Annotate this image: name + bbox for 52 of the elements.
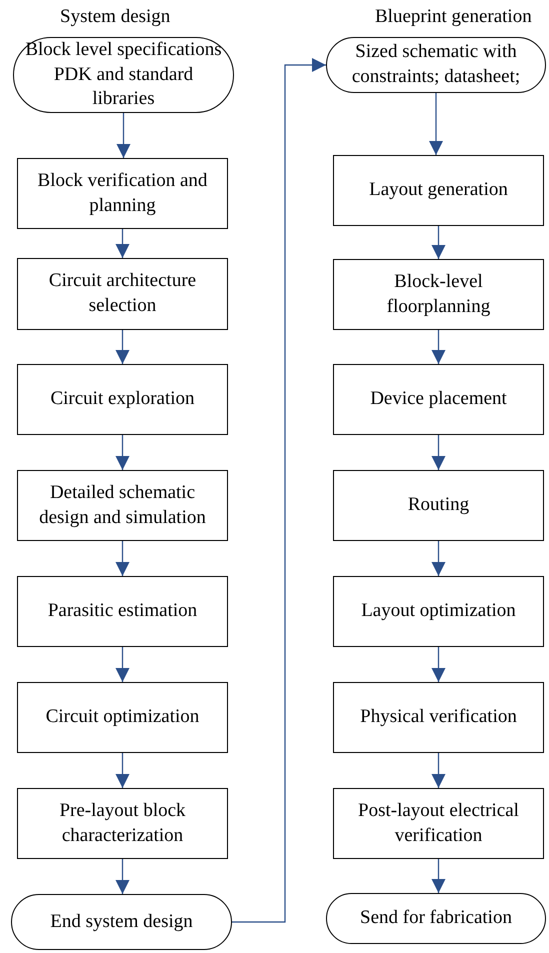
node-text: Sized schematic with constraints; datasheet;: [350, 40, 522, 89]
node-text: Block level specifications PDK and standard libraries: [24, 38, 223, 112]
arrow: [432, 330, 446, 364]
node-text: Block verification and planning: [36, 168, 208, 218]
node-text: End system design: [50, 910, 193, 934]
node-text: Parasitic estimation: [48, 599, 198, 624]
arrow: [432, 435, 446, 470]
process-box: [333, 259, 544, 330]
process-box: [17, 364, 228, 435]
column-heading: System design: [60, 6, 170, 28]
process-box: [17, 576, 228, 647]
arrow: [232, 58, 326, 923]
process-box: [17, 788, 228, 859]
process-box: [333, 470, 544, 541]
node-text: Layout optimization: [361, 599, 516, 624]
node-text: Pre-layout block characterization: [58, 798, 187, 848]
process-box: [17, 470, 228, 541]
process-box: [17, 258, 228, 330]
node-text: Block-level floorplanning: [386, 270, 492, 318]
process-box: [333, 364, 544, 435]
arrow: [116, 541, 130, 576]
arrow: [116, 330, 130, 364]
arrow: [432, 753, 446, 788]
process-box: [333, 155, 544, 226]
terminal-box: [326, 893, 546, 944]
node-text: Send for fabrication: [360, 906, 512, 930]
process-box: [333, 788, 544, 859]
arrow: [429, 93, 443, 155]
node-text: Circuit optimization: [46, 705, 200, 730]
process-box: [333, 576, 544, 647]
node-text: Post-layout electrical verification: [357, 798, 520, 848]
arrow: [116, 753, 130, 788]
node-text: Device placement: [370, 387, 507, 412]
arrow: [432, 541, 446, 576]
arrow: [116, 435, 130, 470]
node-text: Circuit exploration: [50, 387, 195, 412]
arrow: [432, 226, 446, 259]
arrow: [432, 647, 446, 682]
process-box: [17, 682, 228, 753]
arrow: [432, 859, 446, 893]
node-text: Physical verification: [360, 705, 517, 730]
process-box: [333, 682, 544, 753]
arrow: [116, 113, 130, 158]
arrow: [116, 647, 130, 682]
node-text: Circuit architecture selection: [48, 269, 198, 318]
node-text: Layout generation: [369, 178, 508, 202]
column-heading: Blueprint generation: [375, 6, 532, 28]
node-text: Routing: [408, 493, 470, 518]
arrow: [116, 229, 130, 258]
node-text: Detailed schematic design and simulation: [38, 480, 207, 530]
arrow: [116, 859, 130, 894]
process-box: [17, 158, 228, 229]
